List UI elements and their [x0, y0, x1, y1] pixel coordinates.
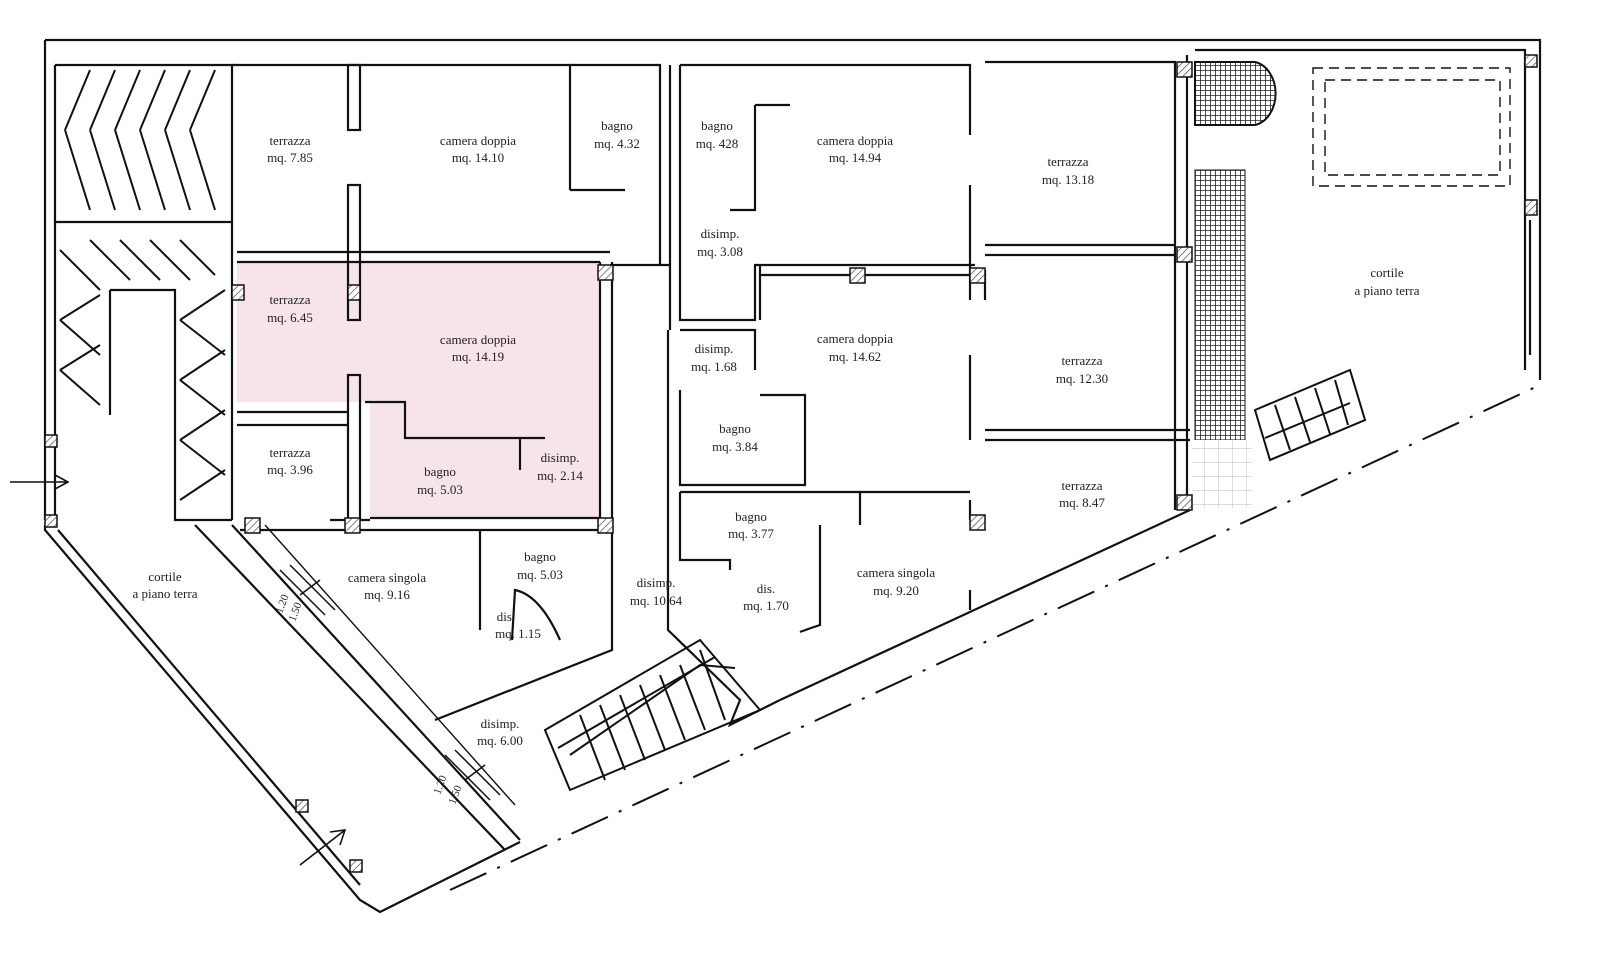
- room-area: mq. 1.70: [743, 598, 789, 613]
- room-name: disimp.: [695, 341, 734, 356]
- room-name: terrazza: [269, 445, 310, 460]
- room-area: mq. 2.14: [537, 468, 583, 483]
- room-area: a piano terra: [133, 586, 198, 601]
- room-name: bagno: [701, 118, 733, 133]
- room-area: mq. 5.03: [417, 482, 463, 497]
- tiled-area: [1192, 440, 1252, 508]
- room-area: mq. 14.62: [829, 349, 881, 364]
- room-name: camera doppia: [440, 133, 516, 148]
- room-area: mq. 428: [696, 136, 739, 151]
- room-area: mq. 1.68: [691, 359, 737, 374]
- room-name: disimp.: [541, 450, 580, 465]
- room-area: mq. 8.47: [1059, 495, 1105, 510]
- dimension-label: 1.50: [447, 783, 465, 806]
- planter-round: [1194, 61, 1277, 126]
- structural-columns: [44, 54, 1538, 873]
- room-name: camera singola: [348, 570, 427, 585]
- walls: [43, 38, 1542, 914]
- room-name: disimp.: [637, 575, 676, 590]
- room-area: mq. 1.15: [495, 626, 541, 641]
- room-name: disimp.: [481, 716, 520, 731]
- room-name: bagno: [424, 464, 456, 479]
- room-name: terrazza: [1061, 353, 1102, 368]
- room-area: mq. 3.84: [712, 439, 758, 454]
- room-name: disimp.: [701, 226, 740, 241]
- room-area: mq. 5.03: [517, 567, 563, 582]
- room-area: mq. 13.18: [1042, 172, 1094, 187]
- room-name: camera doppia: [817, 133, 893, 148]
- room-name: bagno: [735, 509, 767, 524]
- room-area: mq. 3.77: [728, 526, 774, 541]
- dimension-label: 1.50: [287, 600, 305, 623]
- room-name: camera singola: [857, 565, 936, 580]
- room-area: mq. 14.10: [452, 150, 504, 165]
- room-name: bagno: [719, 421, 751, 436]
- room-area: mq. 6.45: [267, 310, 313, 325]
- room-name: cortile: [148, 569, 181, 584]
- room-name: cortile: [1370, 265, 1403, 280]
- room-area: mq. 7.85: [267, 150, 313, 165]
- planter-grid: [1194, 169, 1246, 441]
- room-name: bagno: [524, 549, 556, 564]
- room-area: mq. 10.64: [630, 593, 683, 608]
- room-name: camera doppia: [817, 331, 893, 346]
- room-area: mq. 3.08: [697, 244, 743, 259]
- staircase: [543, 368, 1367, 792]
- room-name: terrazza: [269, 133, 310, 148]
- room-area: mq. 14.94: [829, 150, 882, 165]
- room-name: terrazza: [1061, 478, 1102, 493]
- entry-arrow-icon: [10, 474, 347, 866]
- room-area: mq. 3.96: [267, 462, 313, 477]
- property-line: [449, 384, 1541, 891]
- room-area: mq. 4.32: [594, 136, 640, 151]
- room-area: mq. 12.30: [1056, 371, 1108, 386]
- room-name: bagno: [601, 118, 633, 133]
- highlighted-unit[interactable]: [237, 262, 600, 518]
- room-area: mq. 9.20: [873, 583, 919, 598]
- room-name: terrazza: [1047, 154, 1088, 169]
- room-area: mq. 9.16: [364, 587, 410, 602]
- parking-chevrons: [59, 69, 226, 501]
- room-area: mq. 6.00: [477, 733, 523, 748]
- room-name: camera doppia: [440, 332, 516, 347]
- room-name: dis.: [497, 609, 515, 624]
- room-area: a piano terra: [1355, 283, 1420, 298]
- room-name: dis.: [757, 581, 775, 596]
- room-labels: terrazza mq. 7.85 camera doppia mq. 14.1…: [133, 118, 1420, 748]
- room-area: mq. 14.19: [452, 349, 504, 364]
- room-name: terrazza: [269, 292, 310, 307]
